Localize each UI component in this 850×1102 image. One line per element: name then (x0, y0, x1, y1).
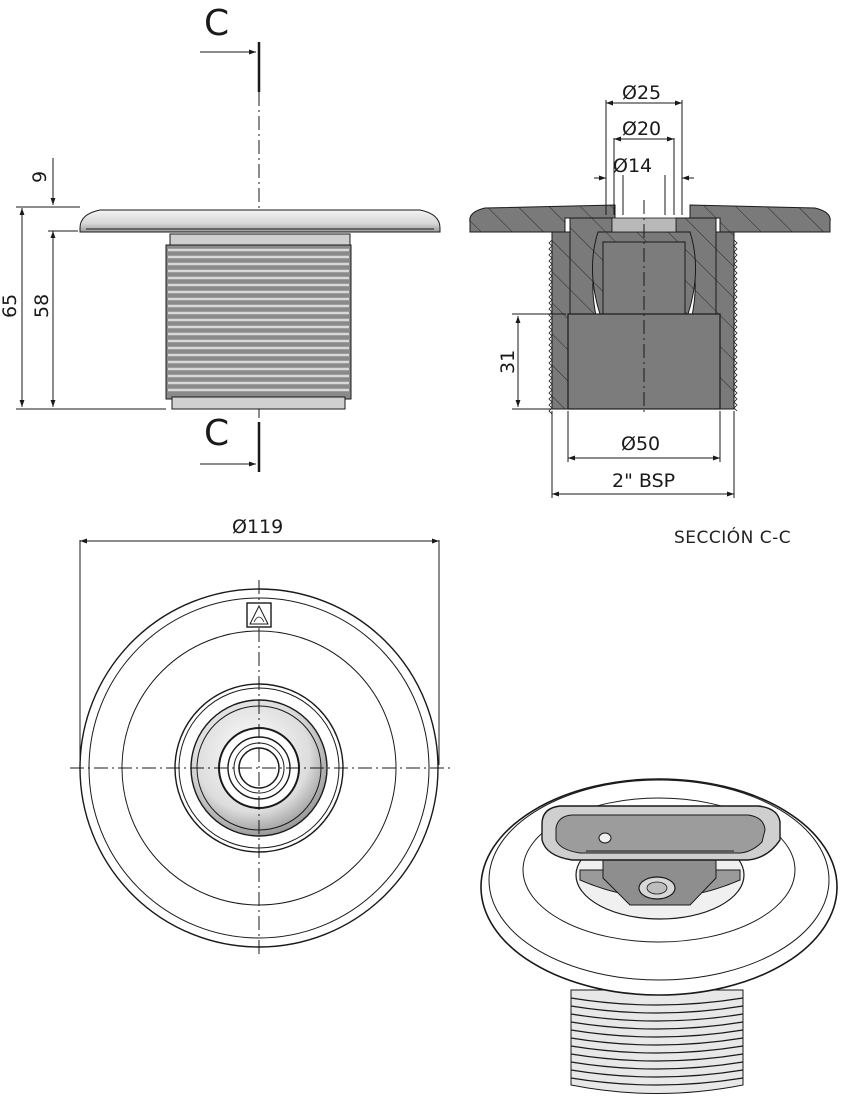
dim-nozzle-20: Ø20 (622, 118, 661, 140)
section-letter-top: C (204, 3, 229, 44)
isometric-view (480, 778, 838, 1094)
section-marker-top: C (200, 3, 261, 92)
dim-flange-diameter: Ø119 (232, 516, 283, 538)
dim-thread: 2" BSP (612, 470, 675, 492)
side-view: C (0, 3, 441, 472)
section-letter-bottom: C (204, 413, 229, 454)
triangle-logo-icon (246, 602, 272, 628)
dim-total-height: 65 (0, 294, 21, 318)
dim-socket-diameter: Ø50 (621, 433, 660, 455)
section-view: Ø25 Ø20 Ø14 31 Ø50 2" BSP SECCIÓN C-C (469, 82, 831, 548)
dim-body-height: 58 (31, 294, 53, 318)
section-marker-bottom: C (200, 413, 261, 472)
dim-flange-thickness: 9 (29, 171, 51, 183)
front-view: Ø119 (70, 516, 450, 955)
thread-body (165, 244, 352, 410)
dim-nozzle-25: Ø25 (622, 82, 661, 104)
section-title: SECCIÓN C-C (674, 526, 791, 548)
dim-socket-depth: 31 (497, 350, 519, 374)
dim-nozzle-14: Ø14 (613, 155, 652, 177)
